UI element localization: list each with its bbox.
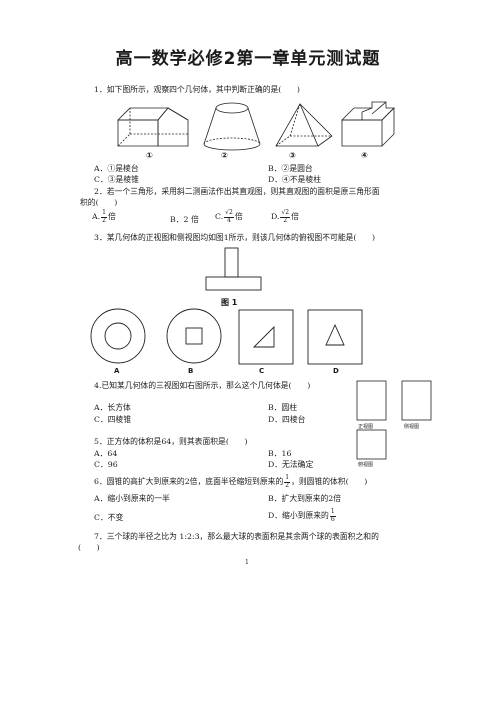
question-2-stem: 2．若一个三角形，采用斜二测画法作出其直观图，则其直观图的面积是原三角形面 bbox=[94, 187, 380, 196]
q1-option-b[interactable]: B．②是圆台 bbox=[268, 164, 313, 173]
q4-option-b[interactable]: B．圆柱 bbox=[268, 403, 298, 412]
q3-choice-c[interactable]: C bbox=[259, 367, 265, 375]
figure-1-caption: 图 1 bbox=[221, 298, 238, 307]
question-5-stem: 5．正方体的体积是64，则其表面积是( ) bbox=[94, 437, 248, 446]
figure-1-front-view bbox=[205, 247, 262, 291]
q2-option-b[interactable]: B．2 倍 bbox=[170, 215, 199, 224]
page-number: 1 bbox=[245, 559, 249, 566]
q6-option-c[interactable]: C．不变 bbox=[94, 513, 124, 522]
side-view-label: 侧视图 bbox=[404, 424, 420, 430]
figure-4-label: ④ bbox=[361, 151, 368, 160]
question-2-stem-cont: 积的( ) bbox=[80, 198, 118, 207]
q4-option-d[interactable]: D．四棱台 bbox=[268, 415, 306, 424]
page-title: 高一数学必修2第一章单元测试题 bbox=[115, 49, 381, 69]
figure-3-label: ③ bbox=[289, 151, 296, 160]
figure-4-solid bbox=[341, 101, 395, 147]
q4-option-a[interactable]: A．长方体 bbox=[94, 403, 131, 412]
q6-option-a[interactable]: A．缩小到原来的一半 bbox=[94, 494, 170, 503]
q3-choice-d[interactable]: D bbox=[333, 367, 339, 375]
figure-2-solid bbox=[203, 102, 261, 151]
q5-option-b[interactable]: B．16 bbox=[268, 449, 292, 458]
question-7-stem: 7．三个球的半径之比为 1:2:3，那么最大球的表面积是其余两个球的表面积之和的 bbox=[94, 532, 379, 541]
q5-option-a[interactable]: A．64 bbox=[94, 449, 118, 458]
question-3-stem: 3．某几何体的正视图和侧视图均如图1所示，则该几何体的俯视图不可能是( ) bbox=[94, 233, 376, 242]
top-view-label: 俯视图 bbox=[358, 462, 374, 468]
q5-option-c[interactable]: C．96 bbox=[94, 460, 118, 469]
figure-3-solid bbox=[275, 103, 333, 147]
q6-option-b[interactable]: B．扩大到原来的2倍 bbox=[268, 494, 342, 503]
q3-choice-b[interactable]: B bbox=[188, 367, 194, 375]
front-view-label: 正视图 bbox=[358, 424, 374, 430]
question-3-choices bbox=[90, 308, 363, 365]
question-1-figures bbox=[117, 101, 395, 151]
figure-1-solid bbox=[117, 107, 189, 147]
question-1-stem: 1．如下图所示，观察四个几何体，其中判断正确的是( ) bbox=[94, 85, 300, 94]
question-7-stem-cont: ( ) bbox=[78, 543, 100, 552]
question-4-stem: 4.已知某几何体的三视图如右图所示，那么这个几何体是( ) bbox=[94, 381, 311, 390]
q1-option-a[interactable]: A．①是棱台 bbox=[94, 164, 139, 173]
q1-option-c[interactable]: C．③是棱锥 bbox=[94, 175, 139, 184]
q5-option-d[interactable]: D．无法确定 bbox=[268, 460, 314, 469]
q1-option-d[interactable]: D．④不是棱柱 bbox=[268, 175, 322, 184]
q4-three-views bbox=[356, 380, 432, 460]
q3-choice-a[interactable]: A bbox=[114, 367, 120, 375]
figure-1-label: ① bbox=[146, 151, 153, 160]
figure-2-label: ② bbox=[221, 151, 228, 160]
q4-option-c[interactable]: C．四棱锥 bbox=[94, 415, 132, 424]
